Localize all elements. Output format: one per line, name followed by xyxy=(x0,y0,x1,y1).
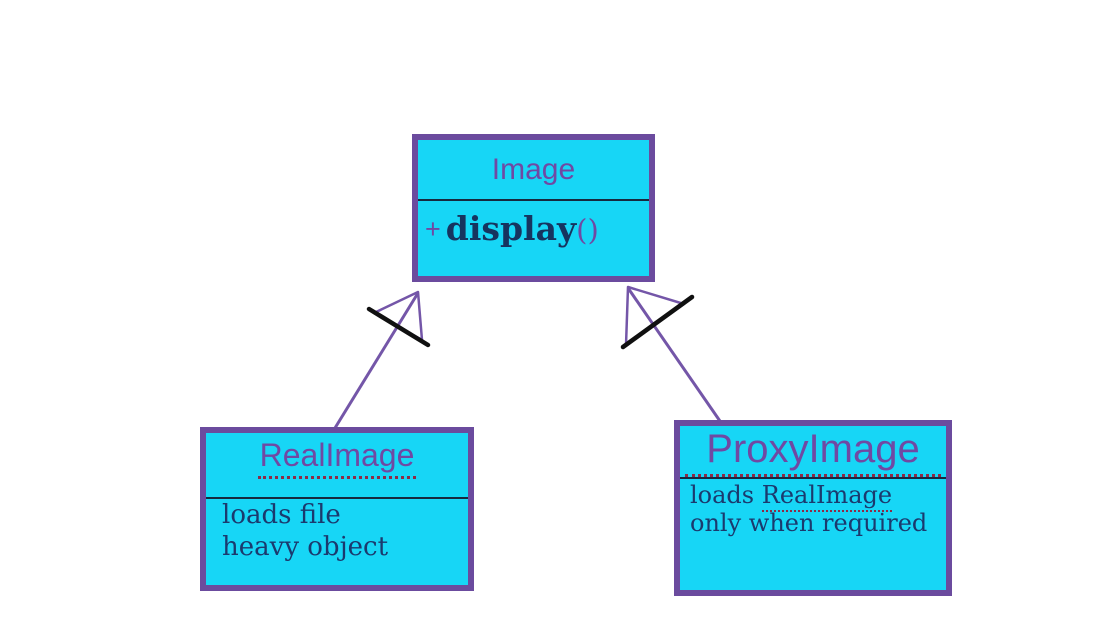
black-strike-mark xyxy=(620,294,695,350)
class-box-image: Image +display() xyxy=(412,134,655,282)
note-line-prefix: loads xyxy=(690,481,762,509)
hollow-triangle-arrowhead-icon xyxy=(624,285,686,347)
note-line-term: RealImage xyxy=(761,481,893,512)
method-name: display xyxy=(445,209,577,248)
class-box-realimage: RealImage loads file heavy object xyxy=(200,427,474,591)
class-title: RealImage xyxy=(257,437,417,479)
arrow-shaft xyxy=(333,292,420,429)
note-line: loads RealImage xyxy=(690,481,946,512)
class-title: Image xyxy=(491,152,576,186)
note-line: loads file xyxy=(222,500,341,530)
arrow-shaft xyxy=(626,287,724,425)
method-visibility: + xyxy=(425,214,441,244)
note-line: only when required xyxy=(690,508,928,537)
class-box-divider xyxy=(418,199,649,201)
hollow-triangle-arrowhead-icon xyxy=(372,290,424,342)
method-parens: () xyxy=(576,213,599,247)
class-notes: loads file heavy object xyxy=(206,499,468,563)
class-box-proxyimage: ProxyImage loads RealImage only when req… xyxy=(674,420,952,596)
class-title-wrap: RealImage xyxy=(206,433,468,497)
note-line: heavy object xyxy=(222,531,389,562)
black-strike-mark xyxy=(366,306,431,348)
inheritance-arrow-proxyimage-to-image xyxy=(620,285,724,425)
class-title: ProxyImage xyxy=(685,426,941,477)
class-members: +display() xyxy=(418,201,649,248)
class-box-divider xyxy=(206,497,468,499)
class-notes: loads RealImage only when required xyxy=(680,479,946,537)
class-box-divider xyxy=(680,477,946,479)
inheritance-arrow-realimage-to-image xyxy=(333,290,431,429)
